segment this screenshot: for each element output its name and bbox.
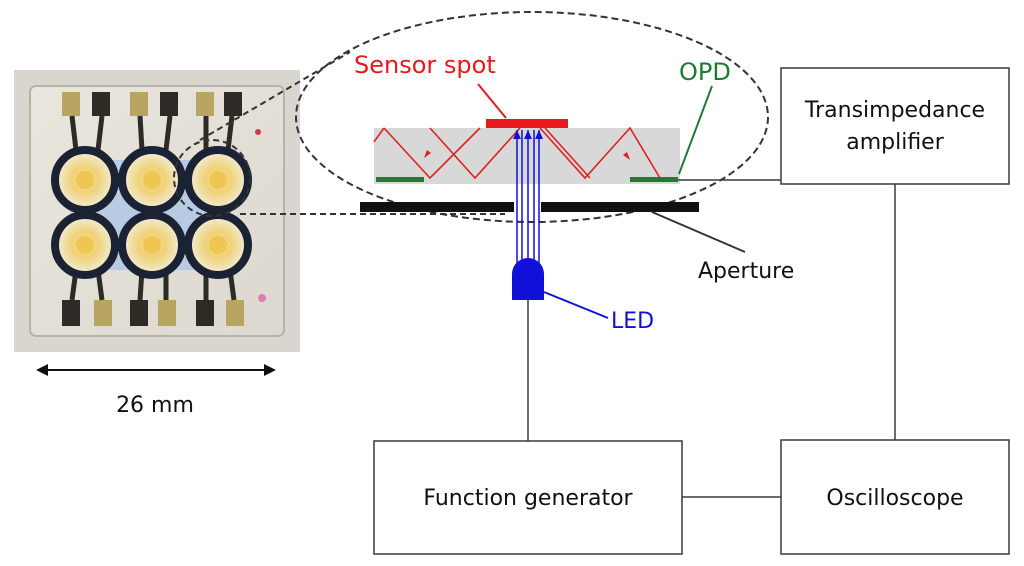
opd-leader	[678, 85, 713, 175]
top-contact-pads	[62, 92, 242, 151]
function-generator-label: Function generator	[423, 486, 633, 511]
sensor-spot-leader	[477, 83, 507, 119]
opd-label: OPD	[679, 58, 731, 86]
transimpedance-amplifier-box	[780, 67, 1010, 185]
opd-left	[376, 177, 424, 182]
sensor-rings	[51, 146, 252, 279]
aperture-leader	[651, 211, 746, 253]
transimpedance-label-line1: Transimpedance	[804, 98, 985, 123]
bottom-contact-pads	[62, 269, 244, 326]
aperture-right	[541, 202, 699, 212]
light-path-right	[539, 126, 661, 180]
oscilloscope-label: Oscilloscope	[826, 486, 963, 511]
aperture-label: Aperture	[698, 259, 794, 284]
transimpedance-label-line2: amplifier	[846, 130, 944, 155]
chip-zoom-marker	[173, 139, 251, 217]
aperture-left	[360, 202, 514, 212]
zoom-ellipse	[295, 11, 769, 223]
led-icon	[512, 258, 544, 300]
opd-right	[630, 177, 678, 182]
function-generator-box	[373, 440, 683, 555]
light-path-left	[383, 127, 481, 180]
oscilloscope-box	[780, 439, 1010, 555]
scale-bar	[36, 364, 276, 376]
led-leader	[543, 291, 609, 319]
scale-label: 26 mm	[116, 393, 194, 418]
sensor-chip-photo	[14, 70, 300, 352]
zoom-line-top	[199, 51, 351, 141]
sensor-spot-bar	[486, 119, 568, 128]
sensor-spot-label: Sensor spot	[354, 51, 496, 79]
led-label: LED	[611, 309, 654, 334]
led-beams	[513, 130, 543, 266]
